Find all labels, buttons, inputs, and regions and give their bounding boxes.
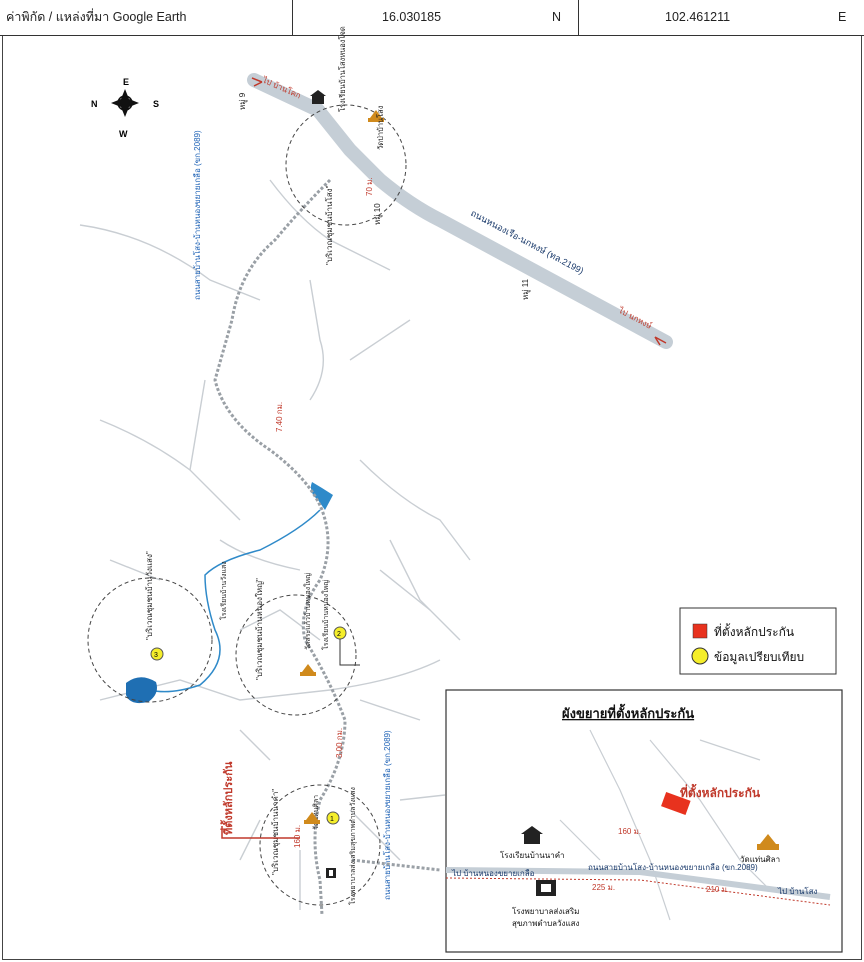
moo-label: หมู่ 10 (373, 203, 383, 225)
main-highway (247, 73, 673, 349)
inset-school-label: โรงเรียนบ้านนาคำ (500, 850, 565, 860)
map-frame (2, 36, 862, 960)
inset-to-left: ไป บ้านหนองขยายเกลือ (451, 869, 535, 878)
waterway (126, 482, 333, 704)
legend-comparison-swatch (691, 647, 709, 665)
distance-label: 7.40 กม. (275, 402, 284, 432)
latitude-value: 16.030185 (382, 10, 442, 24)
collateral-pointer (221, 826, 300, 839)
community-label: "บริเวณชุมชนบ้านหนองใหญ่" (255, 578, 264, 680)
svg-text:2: 2 (337, 631, 341, 638)
divider (292, 0, 293, 36)
place-label: โรงเรียนบ้านวังแสง (219, 561, 228, 620)
highway-arrows (251, 77, 667, 346)
legend: ที่ตั้งหลักประกัน ข้อมูลเปรียบเทียบ (679, 607, 837, 675)
inset-distance: 160 ม. (618, 827, 641, 836)
inset-distance: 225 ม. (592, 883, 615, 892)
school-icon (310, 90, 326, 104)
inset-collateral-marker (661, 791, 691, 815)
inset-temple-label: วัดแท่นศิลา (740, 855, 780, 864)
comparison-marker-3: 3 (150, 647, 164, 661)
compass-rose: E N S W (91, 77, 159, 139)
compass-s: S (153, 99, 159, 109)
comparison-marker-2: 2 (333, 626, 347, 640)
place-label: โรงพยาบาลส่งเสริมสุขภาพตำบลวังแสง (348, 787, 357, 905)
legend-comparison-label: ข้อมูลเปรียบเทียบ (714, 650, 804, 665)
community-label: "บริเวณชุมชนบ้านโสง" (324, 185, 334, 265)
inset-map: ผังขยายที่ตั้งหลักประกัน ถนนสายบ้านโสง-บ… (445, 689, 843, 953)
compass-n: N (91, 99, 98, 109)
inset-distance: 210 ม. (706, 885, 729, 894)
inset-hospital-label-2: สุขภาพตำบลวังแสง (512, 919, 579, 928)
temple-icon (304, 812, 320, 824)
side-road-upper-label: ถนนสายบ้านโสง-บ้านหนองขยายเกลือ (ขก.2089… (192, 130, 202, 300)
legend-collateral-swatch (692, 623, 708, 639)
side-road-lower-label: ถนนสายบ้านโสง-บ้านหนองขยายเกลือ (ขก.2089… (382, 730, 392, 900)
longitude-direction: E (838, 10, 847, 24)
collateral-label: ที่ตั้งหลักประกัน (220, 761, 235, 835)
legend-collateral-label: ที่ตั้งหลักประกัน (714, 623, 794, 639)
inset-hospital-label: โรงพยาบาลส่งเสริม (512, 906, 579, 916)
comparison-marker-1: 1 (326, 811, 340, 825)
coordinate-header: ค่าพิกัด / แหล่งที่มา Google Earth 16.03… (0, 0, 864, 36)
distance-label: 3.00 กม. (335, 728, 344, 758)
local-road (213, 178, 347, 916)
hospital-icon (536, 880, 556, 896)
svg-text:3: 3 (154, 652, 158, 659)
community-label: "บริเวณชุมชนบ้านนาคำ" (271, 789, 280, 875)
community-areas (87, 104, 407, 906)
community-label: "บริเวณชุมชนบ้านวังแสง" (145, 551, 154, 640)
moo-label: หมู่ 9 (238, 92, 248, 110)
place-label: วัดแท่นศิลา (312, 795, 320, 830)
temple-icon (757, 834, 779, 850)
compass-e: E (123, 77, 129, 87)
place-label: วัดสระแก้วบ้านหนองใหญ่ (303, 573, 312, 650)
inset-road (445, 867, 831, 900)
svg-text:1: 1 (330, 816, 334, 823)
moo-label: หมู่ 11 (521, 278, 531, 300)
place-label: โรงเรียนบ้านโสงหนองโจด (338, 26, 347, 112)
inset-title: ผังขยายที่ตั้งหลักประกัน (562, 703, 694, 721)
inset-road-label: ถนนสายบ้านโสง-บ้านหนองขยายเกลือ (ขก.2089… (588, 862, 758, 872)
distance-label: 70 ม. (365, 177, 374, 196)
inset-collateral-label: ที่ตั้งหลักประกัน (680, 783, 761, 800)
school-icon (521, 826, 543, 844)
minor-roads (79, 179, 471, 910)
place-label: โรงเรียนบ้านหนองใหญ่ (321, 580, 330, 650)
distance-label: 160 ม. (293, 825, 302, 848)
temple-icon (300, 664, 316, 676)
source-label: ค่าพิกัด / แหล่งที่มา Google Earth (6, 10, 187, 24)
connector-road (351, 858, 441, 872)
divider (578, 0, 579, 36)
place-label: วัดป่าบ้านโสง (376, 105, 385, 150)
compass-w: W (119, 129, 128, 139)
inset-to-right: ไป บ้านโสง (777, 886, 818, 896)
temple-icon (368, 110, 384, 122)
longitude-value: 102.461211 (665, 10, 731, 24)
hospital-icon (326, 868, 336, 878)
latitude-direction: N (552, 10, 562, 24)
